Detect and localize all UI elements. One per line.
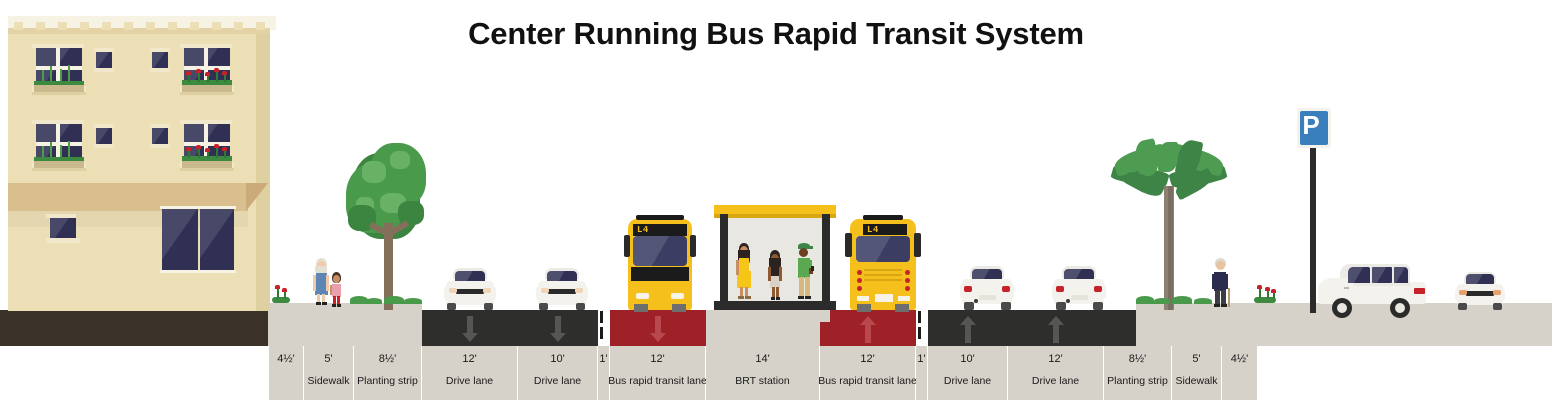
walking-cane [1228, 288, 1230, 307]
sign-pole [1310, 148, 1316, 313]
tree-base-grass-left [350, 296, 424, 304]
dimension-width: 12' [1048, 353, 1063, 365]
dimension-cell: 5' Sidewalk [304, 346, 354, 400]
dimension-name: Bus rapid transit lane [608, 375, 707, 387]
dimension-width: 1' [917, 353, 926, 365]
car-front-lane2 [536, 268, 588, 312]
station-passenger-3 [796, 243, 814, 301]
buffer-left [598, 310, 610, 346]
dimension-width: 12' [860, 353, 875, 365]
dimension-width: 1' [599, 353, 608, 365]
pedestrian-adult [313, 258, 329, 306]
dimension-name: Planting strip [357, 375, 418, 387]
dimension-width: 14' [755, 353, 770, 365]
dimension-name: BRT station [735, 375, 790, 387]
station-passenger-2 [768, 250, 782, 301]
dimension-name: Drive lane [1031, 375, 1080, 387]
dimension-cell: 14' BRT station [706, 346, 820, 400]
dimension-width: 4½' [277, 353, 295, 365]
dimension-name: Drive lane [533, 375, 582, 387]
pedestrian-elderly [1212, 258, 1230, 308]
dimension-cell: 10' Drive lane [518, 346, 598, 400]
buffer-right [916, 310, 928, 346]
bus-front-view: L4 [624, 215, 696, 312]
dimension-width: 12' [462, 353, 477, 365]
parking-symbol: P [1302, 110, 1320, 140]
dimension-cell: 1' [916, 346, 928, 400]
dimension-width: 8½' [1128, 353, 1147, 365]
left-building-base [0, 310, 268, 346]
deciduous-tree [340, 135, 432, 310]
dimension-name: Drive lane [943, 375, 992, 387]
parked-suv-side-view [1318, 258, 1426, 318]
dimension-cell: 8½' Planting strip [1104, 346, 1172, 400]
dimension-width: 5' [1192, 353, 1201, 365]
sign-plate: P [1297, 108, 1331, 148]
station-passenger-1 [736, 243, 752, 301]
parking-sign: P [1297, 108, 1331, 313]
dimension-cell: 5' Sidewalk [1172, 346, 1222, 400]
palm-tree [1110, 138, 1228, 310]
page-title: Center Running Bus Rapid Transit System [468, 16, 1084, 51]
dimension-label-strip: 4½' 5' Sidewalk 8½' Planting strip 12' Drive l… [268, 346, 1258, 400]
dimension-width: 5' [324, 353, 333, 365]
palm-base-grass [1136, 296, 1214, 304]
dimension-name: Planting strip [1107, 375, 1168, 387]
car-rear-lane2 [1052, 266, 1106, 312]
parked-car-front-view [1455, 272, 1505, 312]
dimension-width: 10' [960, 353, 975, 365]
dimension-cell: 4½' [1222, 346, 1258, 400]
bus-rear-view: L4 [845, 215, 921, 312]
pedestrian-child [330, 272, 343, 307]
dimension-name: Sidewalk [1175, 375, 1218, 387]
dimension-cell: 4½' [268, 346, 304, 400]
brt-station-shelter [714, 205, 836, 322]
car-front-lane1 [444, 268, 496, 312]
dimension-cell: 12' Bus rapid transit lane [608, 346, 707, 400]
bus-route-number-front: L4 [637, 225, 649, 235]
dimension-width: 8½' [378, 353, 397, 365]
dimension-cell: 10' Drive lane [928, 346, 1008, 400]
dimension-cell: 12' Drive lane [422, 346, 518, 400]
dimension-cell: 1' [598, 346, 610, 400]
dimension-name: Sidewalk [307, 375, 350, 387]
dimension-width: 10' [550, 353, 565, 365]
dimension-name: Bus rapid transit lane [818, 375, 917, 387]
dimension-cell: 8½' Planting strip [354, 346, 422, 400]
dimension-width: 12' [650, 353, 665, 365]
bus-route-number-rear: L4 [867, 225, 879, 235]
dimension-name: Drive lane [445, 375, 494, 387]
left-sidewalk-surface [268, 303, 422, 346]
car-rear-lane1 [960, 266, 1014, 312]
mixed-use-building [8, 8, 276, 311]
dimension-cell: 12' Drive lane [1008, 346, 1104, 400]
curb-gap-right [1104, 310, 1136, 346]
dimension-cell: 12' Bus rapid transit lane [818, 346, 917, 400]
dimension-width: 4½' [1230, 353, 1249, 365]
